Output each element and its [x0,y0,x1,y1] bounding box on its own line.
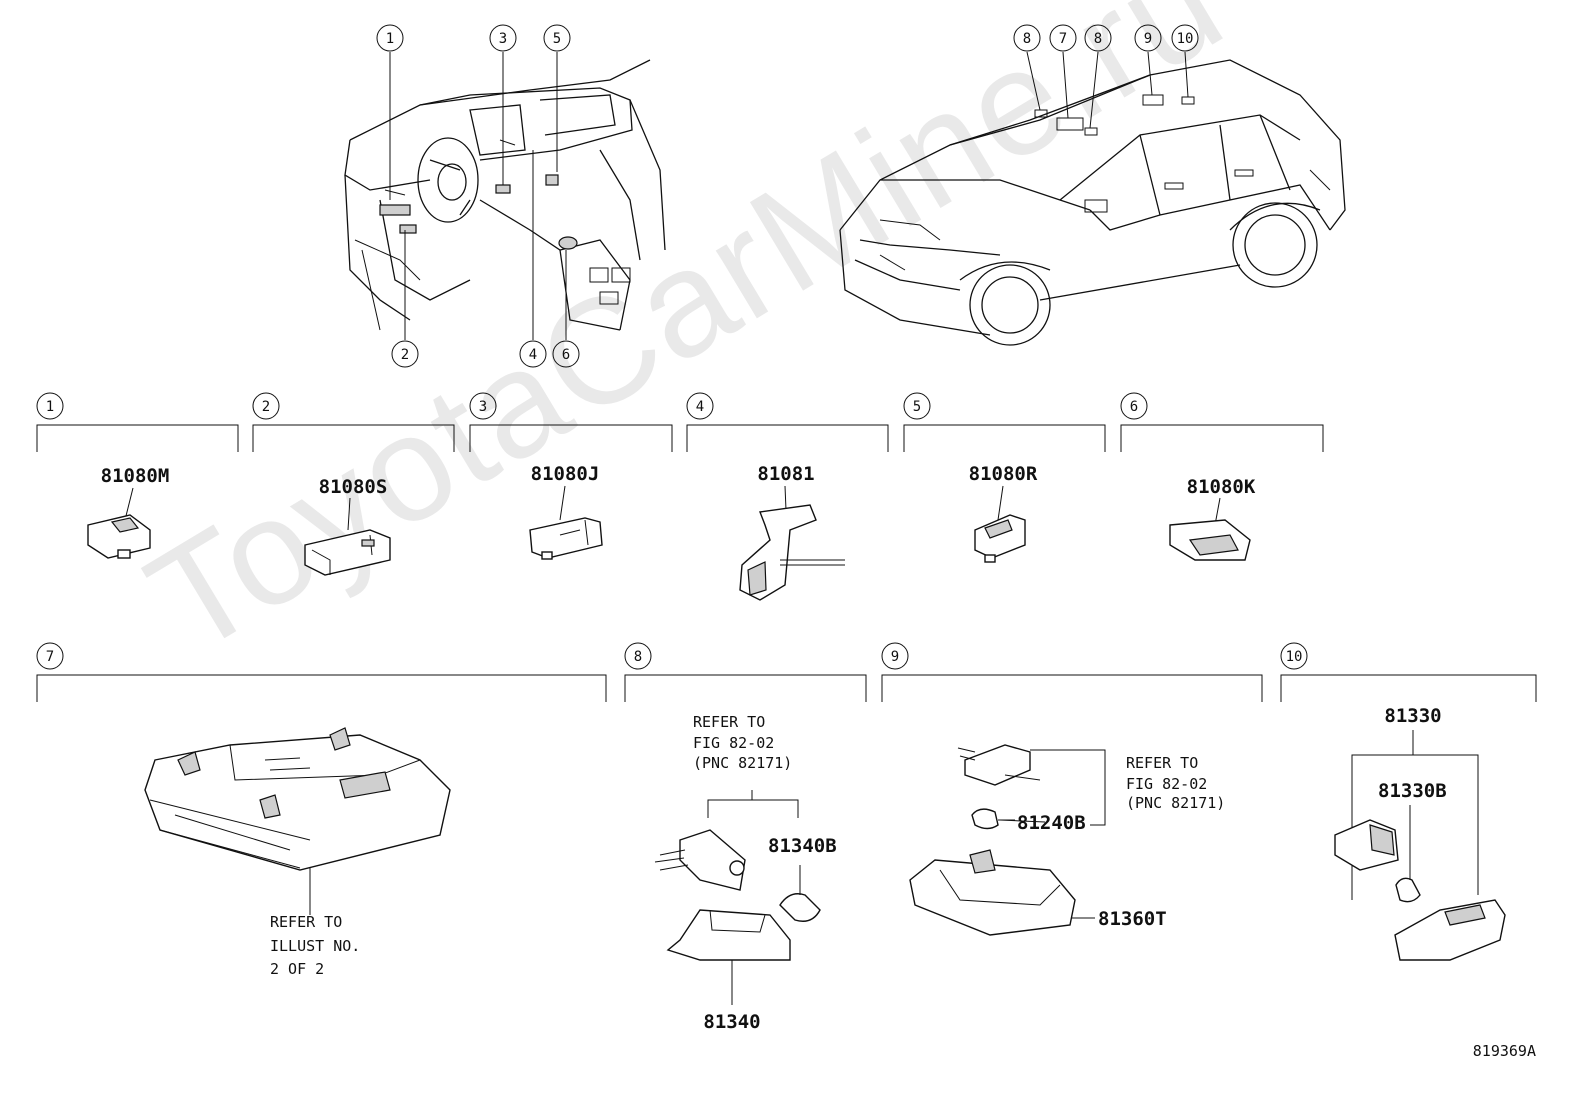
car-callout[interactable]: 8 [1013,24,1041,52]
lamp-81360t-icon [909,744,1106,936]
svg-text:5: 5 [553,31,561,47]
section-callout-2[interactable]: 2 [252,392,280,420]
dash-callout[interactable]: 6 [552,340,580,368]
overhead-console-icon [144,727,451,915]
svg-text:3: 3 [479,399,487,415]
dashboard-illustration-icon [344,59,666,331]
svg-text:7: 7 [46,649,54,665]
svg-text:2: 2 [401,347,409,363]
car-callout[interactable]: 8 [1084,24,1112,52]
svg-text:2: 2 [262,399,270,415]
car-callout[interactable]: 10 [1171,24,1199,52]
car-callout[interactable]: 9 [1134,24,1162,52]
part-number-81360t[interactable]: 81360T [1098,908,1167,930]
refer-note-line: ILLUST NO. [270,937,360,955]
svg-text:4: 4 [529,347,537,363]
svg-text:5: 5 [913,399,921,415]
section-callout-8[interactable]: 8 [624,642,652,670]
svg-text:1: 1 [386,31,394,47]
section-callout-4[interactable]: 4 [686,392,714,420]
svg-text:4: 4 [696,399,704,415]
section-callout-10[interactable]: 10 [1280,642,1308,670]
dash-callout[interactable]: 5 [543,24,571,52]
part-number-81330b[interactable]: 81330B [1378,780,1447,802]
refer-note-line: FIG 82-02 [1126,775,1207,793]
svg-text:6: 6 [1130,399,1138,415]
part-number-81080s[interactable]: 81080S [319,476,388,498]
lamp-81330-icon [1334,730,1506,961]
svg-text:9: 9 [891,649,899,665]
dash-callout[interactable]: 2 [391,340,419,368]
part-number-81080m[interactable]: 81080M [101,465,170,487]
pnc-leaders [999,819,1046,823]
svg-text:8: 8 [1094,31,1102,47]
sensor-81081-icon [739,485,845,601]
sensor-81080j-icon [529,485,603,560]
refer-note-line: 2 OF 2 [270,960,324,978]
svg-text:1: 1 [46,399,54,415]
part-number-81080r[interactable]: 81080R [969,463,1038,485]
refer-note-line: REFER TO [1126,754,1198,772]
section-callout-9[interactable]: 9 [881,642,909,670]
refer-note-line: REFER TO [693,713,765,731]
refer-note-line: FIG 82-02 [693,734,774,752]
part-number-81340[interactable]: 81340 [703,1011,760,1033]
sensor-81080r-icon [974,485,1026,563]
svg-text:7: 7 [1059,31,1067,47]
sensor-81080m-icon [87,487,151,559]
svg-text:8: 8 [1023,31,1031,47]
row1-brackets [36,424,1324,452]
part-number-81080j[interactable]: 81080J [531,463,600,485]
svg-text:8: 8 [634,649,642,665]
section-callout-7[interactable]: 7 [36,642,64,670]
sensor-81080k-icon [1169,497,1251,561]
svg-text:10: 10 [1177,31,1194,47]
part-number-81240b[interactable]: 81240B [1017,812,1086,834]
dashboard-callout-leaders [389,52,567,340]
part-number-81340b[interactable]: 81340B [768,835,837,857]
car-callout-leaders [1026,51,1189,129]
refer-note-line: (PNC 82171) [693,754,792,772]
dash-callout[interactable]: 4 [519,340,547,368]
refer-note-line: (PNC 82171) [1126,794,1225,812]
svg-text:9: 9 [1144,31,1152,47]
section-callout-1[interactable]: 1 [36,392,64,420]
section-callout-6[interactable]: 6 [1120,392,1148,420]
part-number-81081[interactable]: 81081 [757,463,814,485]
part-number-81330[interactable]: 81330 [1384,705,1441,727]
row2-brackets [36,674,1537,702]
svg-text:6: 6 [562,347,570,363]
lamp-81340-icon [654,790,821,1005]
svg-text:10: 10 [1286,649,1303,665]
car-callout[interactable]: 7 [1049,24,1077,52]
suv-illustration-icon [839,59,1346,346]
dash-callout[interactable]: 3 [489,24,517,52]
figure-code: 819369A [1473,1042,1536,1060]
refer-note-line: REFER TO [270,913,342,931]
part-number-81080k[interactable]: 81080K [1187,476,1256,498]
dash-callout[interactable]: 1 [376,24,404,52]
svg-text:3: 3 [499,31,507,47]
sensor-81080s-icon [304,497,391,576]
section-callout-3[interactable]: 3 [469,392,497,420]
section-callout-5[interactable]: 5 [903,392,931,420]
